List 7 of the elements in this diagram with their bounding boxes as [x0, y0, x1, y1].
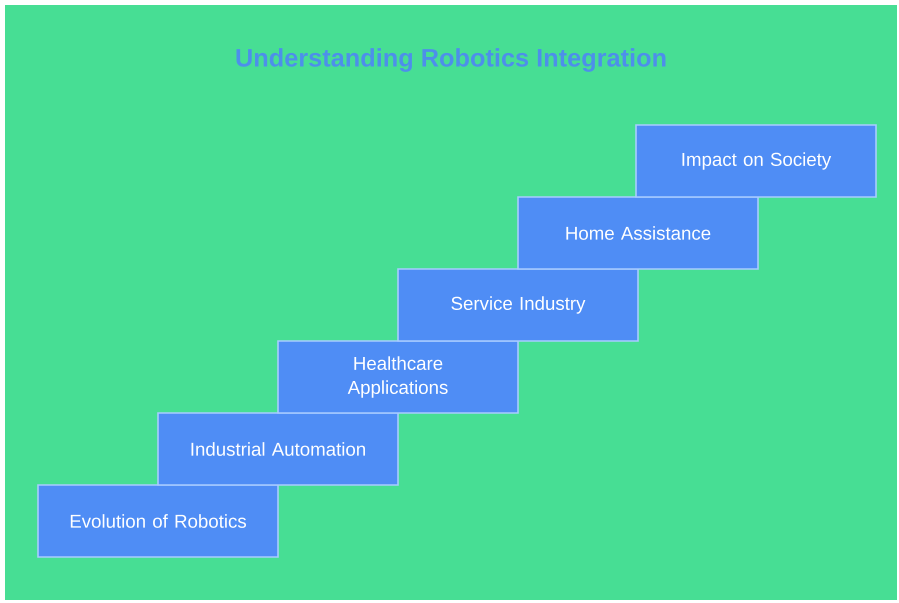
title: Understanding Robotics Integration [236, 48, 666, 72]
process-box: Home Assistance [517, 196, 759, 270]
process-box: Industrial Automation [157, 412, 399, 486]
process-box: Impact on Society [635, 124, 877, 198]
process-box: Service Industry [397, 268, 639, 342]
process-box: Evolution of Robotics [37, 484, 279, 558]
process-box: Healthcare Applications [277, 340, 519, 414]
